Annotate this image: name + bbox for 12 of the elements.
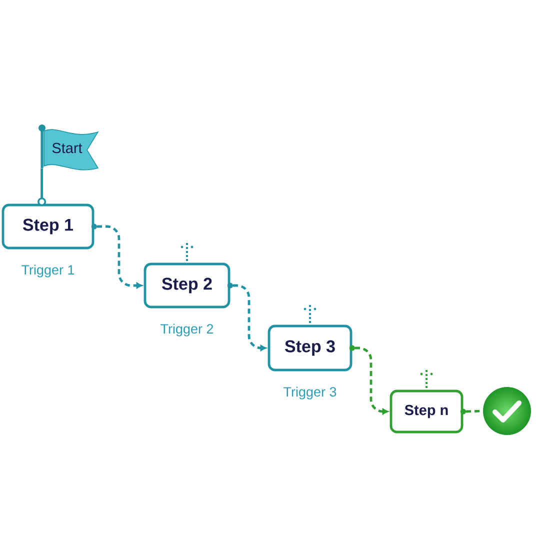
- dashed-connector: [233, 284, 266, 351]
- step-box: Step n: [390, 390, 464, 434]
- trigger-label: Trigger 3: [284, 386, 336, 400]
- dashed-connector: [97, 225, 142, 288]
- trigger-label: Trigger 1: [22, 264, 74, 278]
- flag-pole: [38, 168, 46, 206]
- trigger-label: Trigger 2: [160, 324, 214, 336]
- dashed-connector: [355, 346, 388, 414]
- step-box: Step 3: [268, 324, 352, 372]
- step-box: Step 1: [2, 204, 94, 250]
- step-box: Step 2: [144, 262, 230, 308]
- flag: Start: [38, 124, 98, 170]
